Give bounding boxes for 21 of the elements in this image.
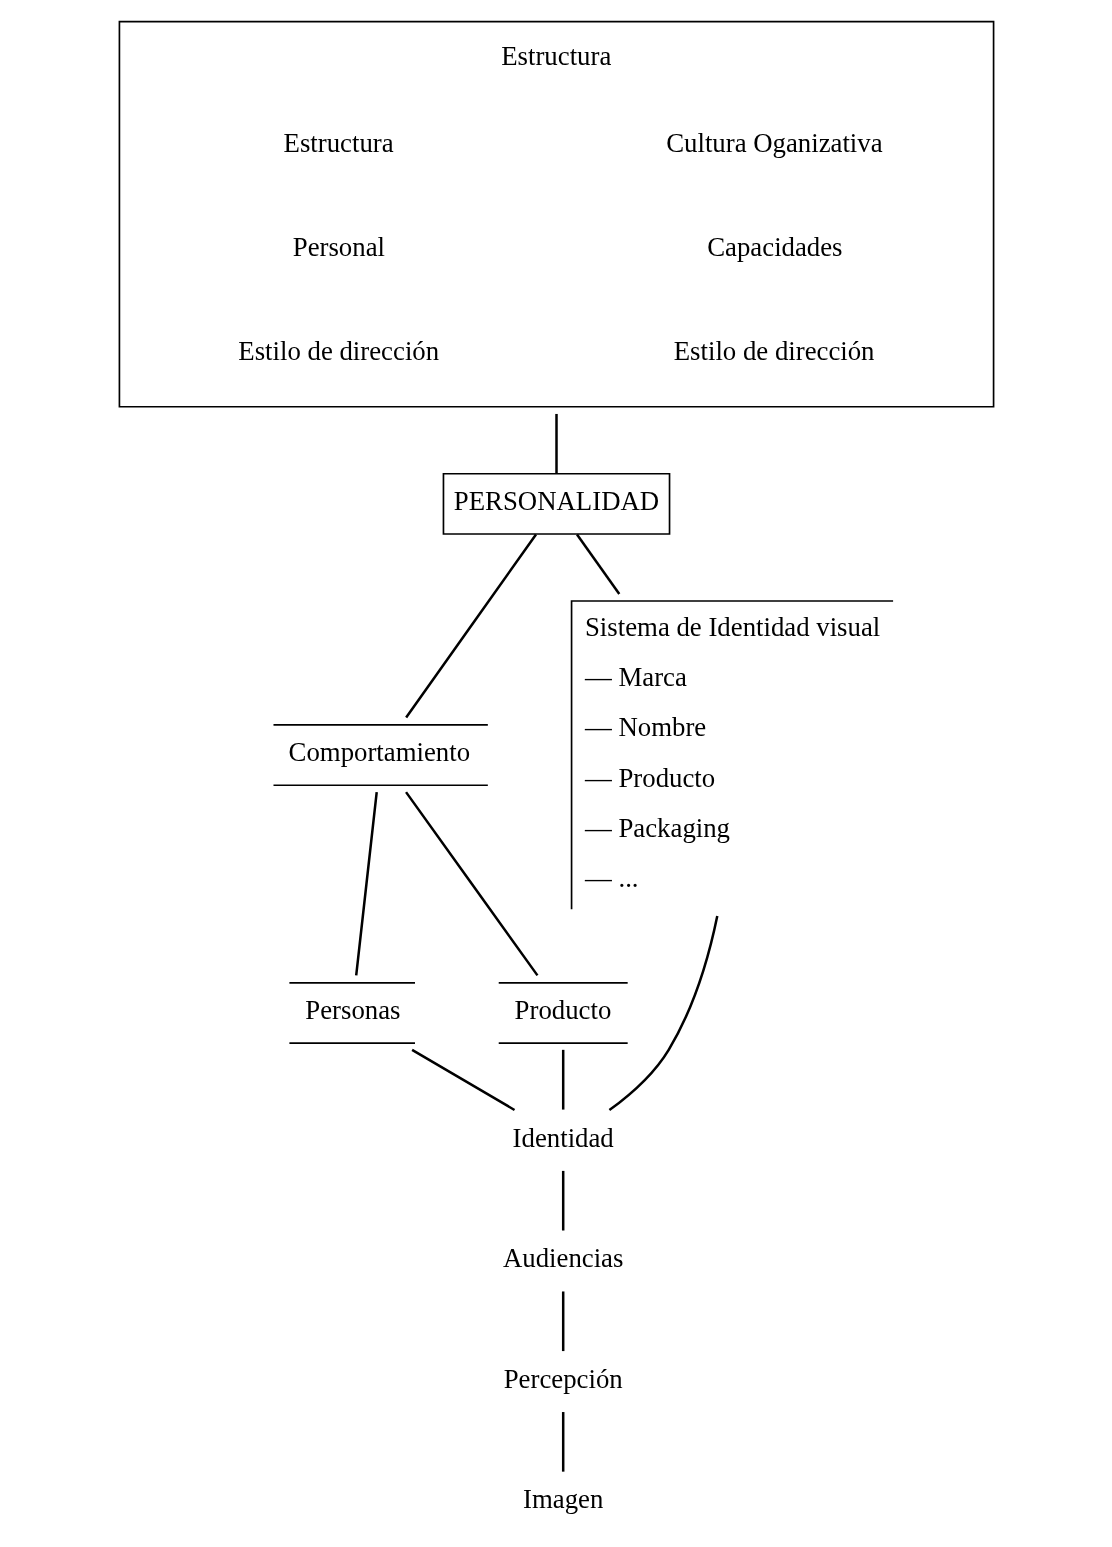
- node-text: Imagen: [522, 1484, 603, 1515]
- connector: [575, 533, 620, 595]
- connector: [554, 413, 558, 474]
- connector: [404, 791, 538, 977]
- connector: [354, 792, 378, 976]
- connector: [561, 1412, 564, 1472]
- node-box: Estructura Estructura Cultura Oganizativa Personal Capacidades Estilo de dirección Estilo de dirección: [118, 20, 994, 408]
- node-text: Comportamiento: [288, 737, 470, 768]
- node-text: Percepción: [503, 1363, 623, 1394]
- node-box: PERSONALIDAD: [442, 472, 670, 535]
- node-text: Producto: [514, 995, 611, 1026]
- connector: [404, 533, 537, 719]
- connector: [608, 915, 718, 1112]
- connector: [561, 1049, 564, 1110]
- node-text: Identidad: [512, 1122, 614, 1153]
- node-text: Personas: [304, 995, 401, 1026]
- node-text: Audiencias: [502, 1243, 623, 1274]
- connector: [561, 1291, 564, 1352]
- connector: [561, 1170, 564, 1231]
- connector: [410, 1048, 515, 1112]
- node-text: Sistema de Identidad visual — Marca — Nombre — Producto — Packaging — ...: [584, 611, 880, 894]
